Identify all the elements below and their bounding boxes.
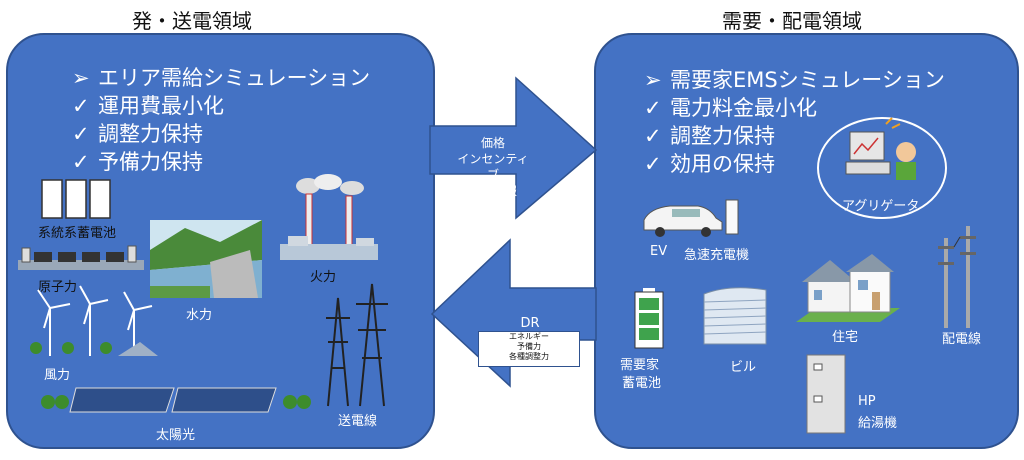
left-bullet: ➢ エリア需給シミュレーション — [72, 64, 370, 92]
customer-battery-label-1: 需要家 — [620, 358, 660, 373]
left-bullet: ✓ 運用費最小化 — [72, 92, 370, 120]
bullet-text: 調整力保持 — [670, 124, 775, 148]
price-label: 価格 — [480, 136, 505, 150]
thermal-label: 火力 — [310, 270, 337, 285]
hp-label-2: 給湯機 — [858, 416, 898, 431]
right-bullet: ✓ 調整力保持 — [644, 122, 945, 150]
bullet-text: 運用費最小化 — [98, 94, 224, 118]
hp-label-1: HP — [858, 394, 876, 409]
bullet-text: 需要家EMSシミュレーション — [670, 68, 945, 92]
bullet-arrow-icon: ➢ — [72, 66, 90, 90]
hydro-dam-icon — [150, 220, 262, 298]
dr-energy: エネルギー — [509, 332, 549, 341]
nuclear-plant-icon — [18, 245, 144, 270]
bullet-text: 予備力保持 — [98, 150, 203, 174]
bullet-arrow-icon: ➢ — [644, 68, 662, 92]
right-section-title: 需要・配電領域 — [722, 9, 862, 33]
wind-turbine-icon — [30, 285, 158, 356]
solar-label: 太陽光 — [156, 428, 196, 443]
check-icon: ✓ — [72, 150, 90, 174]
heat-pump-water-heater-icon — [806, 354, 846, 434]
incentive-label-cont: ブ — [486, 168, 499, 182]
hydro-label: 水力 — [186, 308, 213, 323]
customer-battery-label-2: 蓄電池 — [622, 376, 662, 391]
price-info-label: 価格 インセンティ ブ 制御情報 — [445, 135, 541, 199]
charger-label: 急速充電機 — [684, 248, 750, 263]
office-building-icon — [703, 287, 767, 345]
solar-panel-icon — [41, 387, 311, 413]
check-icon: ✓ — [644, 124, 662, 148]
distribution-pole-icon — [938, 226, 976, 328]
arrow-to-supply — [430, 238, 597, 388]
bullet-text: 電力料金最小化 — [670, 96, 817, 120]
check-icon: ✓ — [72, 94, 90, 118]
dr-reserve: 予備力 — [517, 342, 541, 351]
right-bullet: ✓ 電力料金最小化 — [644, 94, 945, 122]
building-label: ビル — [730, 360, 757, 375]
right-bullet: ✓ 効用の保持 — [644, 150, 945, 178]
ev-label: EV — [650, 244, 668, 259]
house-icon — [796, 254, 900, 322]
left-section-title: 発・送電領域 — [132, 9, 252, 33]
arrow-to-demand — [429, 76, 598, 220]
aggregator-label: アグリゲータ — [842, 199, 920, 214]
dr-items-box: エネルギー 予備力 各種調整力 — [478, 331, 580, 367]
left-bullet: ✓ 予備力保持 — [72, 148, 370, 176]
check-icon: ✓ — [644, 96, 662, 120]
bullet-text: エリア需給シミュレーション — [98, 66, 371, 90]
aggregator-icon — [817, 117, 947, 219]
transmission-tower-icon — [326, 283, 388, 407]
bullet-text: 効用の保持 — [670, 152, 775, 176]
right-bullet: ➢ 需要家EMSシミュレーション — [644, 66, 945, 94]
bullet-text: 調整力保持 — [98, 122, 203, 146]
grid-battery-icon — [41, 179, 111, 219]
control-info-label: 制御情報 — [468, 184, 517, 198]
transmission-label: 送電線 — [338, 414, 378, 429]
customer-battery-icon — [634, 288, 664, 349]
wind-label: 風力 — [44, 368, 71, 383]
nuclear-label: 原子力 — [38, 280, 78, 295]
incentive-label: インセンティ — [457, 152, 529, 166]
left-bullet: ✓ 調整力保持 — [72, 120, 370, 148]
thermal-plant-icon — [280, 174, 378, 260]
dr-label: DR — [520, 316, 540, 331]
dr-adjustment: 各種調整力 — [509, 352, 549, 361]
distribution-label: 配電線 — [942, 332, 982, 347]
right-bullet-list: ➢ 需要家EMSシミュレーション ✓ 電力料金最小化 ✓ 調整力保持 ✓ 効用の保持 — [644, 66, 945, 178]
check-icon: ✓ — [72, 122, 90, 146]
ev-icon — [643, 199, 739, 237]
left-bullet-list: ➢ エリア需給シミュレーション ✓ 運用費最小化 ✓ 調整力保持 ✓ 予備力保持 — [72, 64, 370, 176]
check-icon: ✓ — [644, 152, 662, 176]
grid-battery-label: 系統系蓄電池 — [38, 226, 117, 241]
house-label: 住宅 — [832, 330, 859, 345]
